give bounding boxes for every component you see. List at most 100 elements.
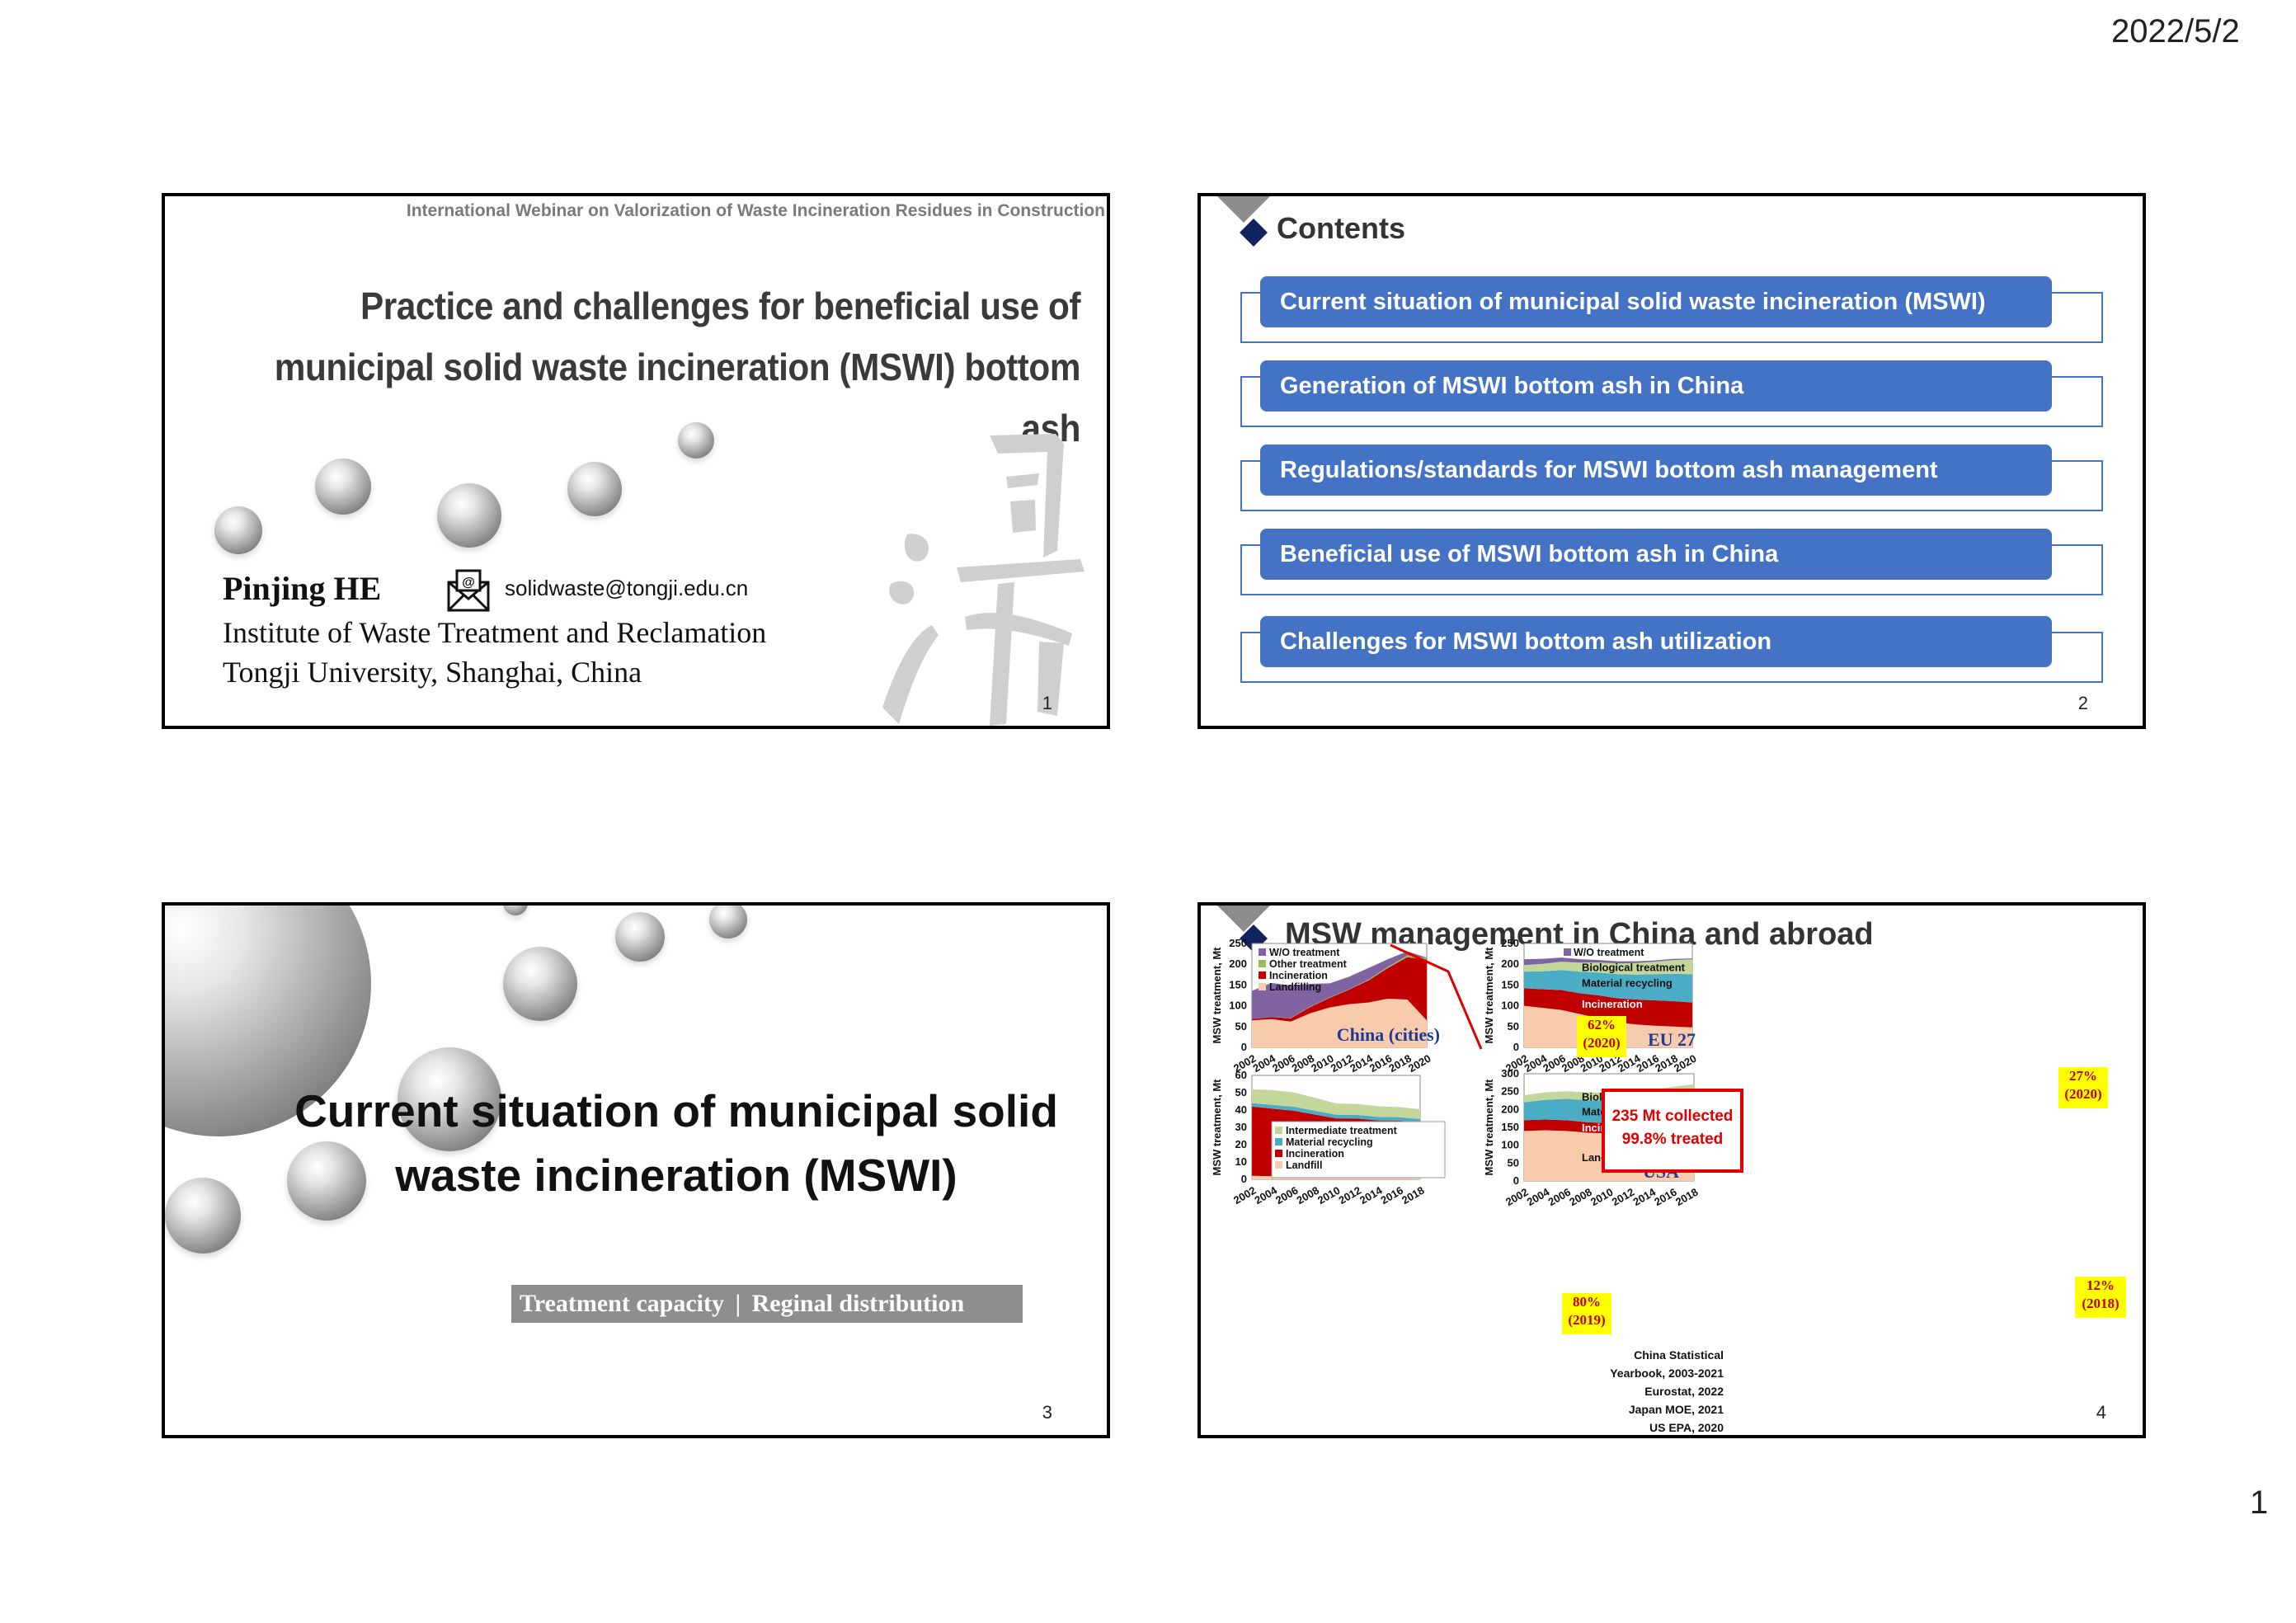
decorative-sphere xyxy=(214,506,262,554)
china-pct-badge: 62% (2020) xyxy=(1577,1016,1626,1057)
tag-regional-distribution: Reginal distribution xyxy=(751,1290,965,1317)
slide-1[interactable]: International Webinar on Valorization of… xyxy=(162,193,1110,729)
page-date: 2022/5/2 xyxy=(2111,13,2240,49)
eu-pct-badge: 27% (2020) xyxy=(2058,1067,2108,1108)
x-tick-label: 2018 xyxy=(1400,1184,1427,1207)
legend-entry: W/O treatment xyxy=(1574,947,1644,958)
source-line: Eurostat, 2022 xyxy=(1644,1385,1724,1398)
author-email-link[interactable]: solidwaste@tongji.edu.cn xyxy=(505,576,749,600)
toc-item-1[interactable]: Current situation of municipal solid was… xyxy=(1260,276,2052,327)
legend-swatch xyxy=(1564,948,1571,956)
source-line: US EPA, 2020 xyxy=(1649,1421,1724,1434)
slide-2[interactable]: Contents Current situation of municipal … xyxy=(1197,193,2146,729)
toc-item-4[interactable]: Beneficial use of MSWI bottom ash in Chi… xyxy=(1260,529,2052,580)
legend-entry: Other treatment xyxy=(1269,958,1348,970)
decorative-sphere xyxy=(709,906,747,939)
japan-pct-year: (2019) xyxy=(1568,1312,1606,1328)
y-tick-label: 250 xyxy=(1501,937,1519,949)
slide-number: 2 xyxy=(2077,693,2088,713)
legend-swatch xyxy=(1275,1161,1282,1169)
y-tick-label: 30 xyxy=(1235,1121,1247,1133)
source-line: Japan MOE, 2021 xyxy=(1628,1403,1724,1416)
tag-separator: | xyxy=(735,1290,741,1317)
legend-swatch xyxy=(1275,1150,1282,1157)
data-sources: China Statistical Yearbook, 2003-2021 Eu… xyxy=(1600,1346,1724,1435)
legend-entry: Incineration xyxy=(1286,1148,1344,1160)
y-tick-label: 150 xyxy=(1501,1121,1519,1133)
legend-swatch xyxy=(1259,983,1266,990)
toc-item-5[interactable]: Challenges for MSWI bottom ash utilizati… xyxy=(1260,616,2052,667)
china-pct: 62% xyxy=(1588,1017,1616,1033)
y-tick-label: 200 xyxy=(1501,1103,1519,1115)
presentation-title: Practice and challenges for beneficial u… xyxy=(261,275,1081,459)
area-material-recycling xyxy=(1524,970,1692,1003)
legend-swatch xyxy=(1259,948,1266,956)
y-tick-label: 50 xyxy=(1235,1086,1247,1098)
usa-pct-year: (2018) xyxy=(2082,1296,2120,1311)
legend-swatch xyxy=(1275,1127,1282,1134)
toc-item-2[interactable]: Generation of MSWI bottom ash in China xyxy=(1260,360,2052,412)
area-biological-treatment xyxy=(1524,959,1692,975)
slide-3[interactable]: Current situation of municipal solid was… xyxy=(162,902,1110,1438)
source-line: China Statistical xyxy=(1634,1348,1724,1362)
toc-item-3[interactable]: Regulations/standards for MSWI bottom as… xyxy=(1260,445,2052,496)
legend-box xyxy=(1271,1121,1446,1178)
title-line-1: Practice and challenges for beneficial u… xyxy=(360,285,1080,327)
decorative-sphere xyxy=(437,483,501,548)
area-w-o-treatment xyxy=(1524,957,1692,966)
source-line: Yearbook, 2003-2021 xyxy=(1610,1367,1724,1380)
y-tick-label: 0 xyxy=(1513,1041,1519,1053)
callout-line-1: 235 Mt collected xyxy=(1611,1108,1734,1125)
contents-heading: Contents xyxy=(1277,211,1405,245)
y-tick-label: 20 xyxy=(1235,1138,1247,1150)
decorative-sphere xyxy=(678,422,714,459)
author-name: Pinjing HE xyxy=(223,570,382,607)
area-incineration xyxy=(1252,957,1427,1022)
slide-number: 3 xyxy=(1042,1402,1052,1423)
y-axis-label: MSW treatment, Mt xyxy=(1483,1079,1495,1176)
area-intermediate-treatment xyxy=(1252,1089,1420,1119)
y-tick-label: 10 xyxy=(1235,1155,1247,1168)
china-callout-box: 235 Mt collected 99.8% treated xyxy=(1602,1089,1743,1173)
webinar-title: International Webinar on Valorization of… xyxy=(406,201,1105,220)
eu-pct: 27% xyxy=(2069,1068,2097,1084)
y-tick-label: 250 xyxy=(1501,1085,1519,1098)
y-tick-label: 60 xyxy=(1235,1069,1247,1081)
legend-swatch xyxy=(1275,1138,1282,1146)
usa-pct-badge: 12% (2018) xyxy=(2075,1277,2126,1318)
y-tick-label: 50 xyxy=(1508,1156,1519,1169)
japan-pct: 80% xyxy=(1573,1294,1601,1310)
china-pct-year: (2020) xyxy=(1583,1035,1621,1051)
page-number: 1 xyxy=(2250,1484,2269,1521)
y-tick-label: 250 xyxy=(1229,937,1247,949)
decorative-sphere xyxy=(567,462,622,516)
y-axis-label: MSW treatment, Mt xyxy=(1483,947,1495,1044)
region-label: China (cities) xyxy=(1337,1024,1440,1045)
section-title: Current situation of municipal solid was… xyxy=(264,1079,1089,1207)
y-tick-label: 40 xyxy=(1235,1103,1247,1116)
y-tick-label: 50 xyxy=(1508,1020,1519,1033)
area-landfilling xyxy=(1252,999,1427,1047)
y-tick-label: 100 xyxy=(1501,1000,1519,1012)
tag-treatment-capacity: Treatment capacity xyxy=(520,1290,724,1317)
decorative-sphere xyxy=(615,912,665,962)
legend-swatch xyxy=(1259,971,1266,979)
y-tick-label: 300 xyxy=(1501,1067,1519,1080)
y-tick-label: 200 xyxy=(1229,957,1247,970)
y-axis-label: MSW treatment, Mt xyxy=(1211,947,1223,1044)
x-tick-label: 2018 xyxy=(1673,1186,1701,1208)
y-tick-label: 100 xyxy=(1501,1139,1519,1151)
decorative-sphere xyxy=(398,1047,501,1151)
y-tick-label: 200 xyxy=(1501,957,1519,970)
decorative-sphere xyxy=(315,459,371,515)
decorative-sphere xyxy=(503,947,577,1021)
eu-pct-year: (2020) xyxy=(2064,1086,2102,1102)
section-tag: Treatment capacity | Reginal distributio… xyxy=(511,1285,1023,1323)
y-tick-label: 50 xyxy=(1235,1020,1247,1033)
y-tick-label: 150 xyxy=(1229,978,1247,990)
callout-line-2: 99.8% treated xyxy=(1621,1131,1724,1148)
area-w-o-treatment xyxy=(1252,951,1427,1019)
